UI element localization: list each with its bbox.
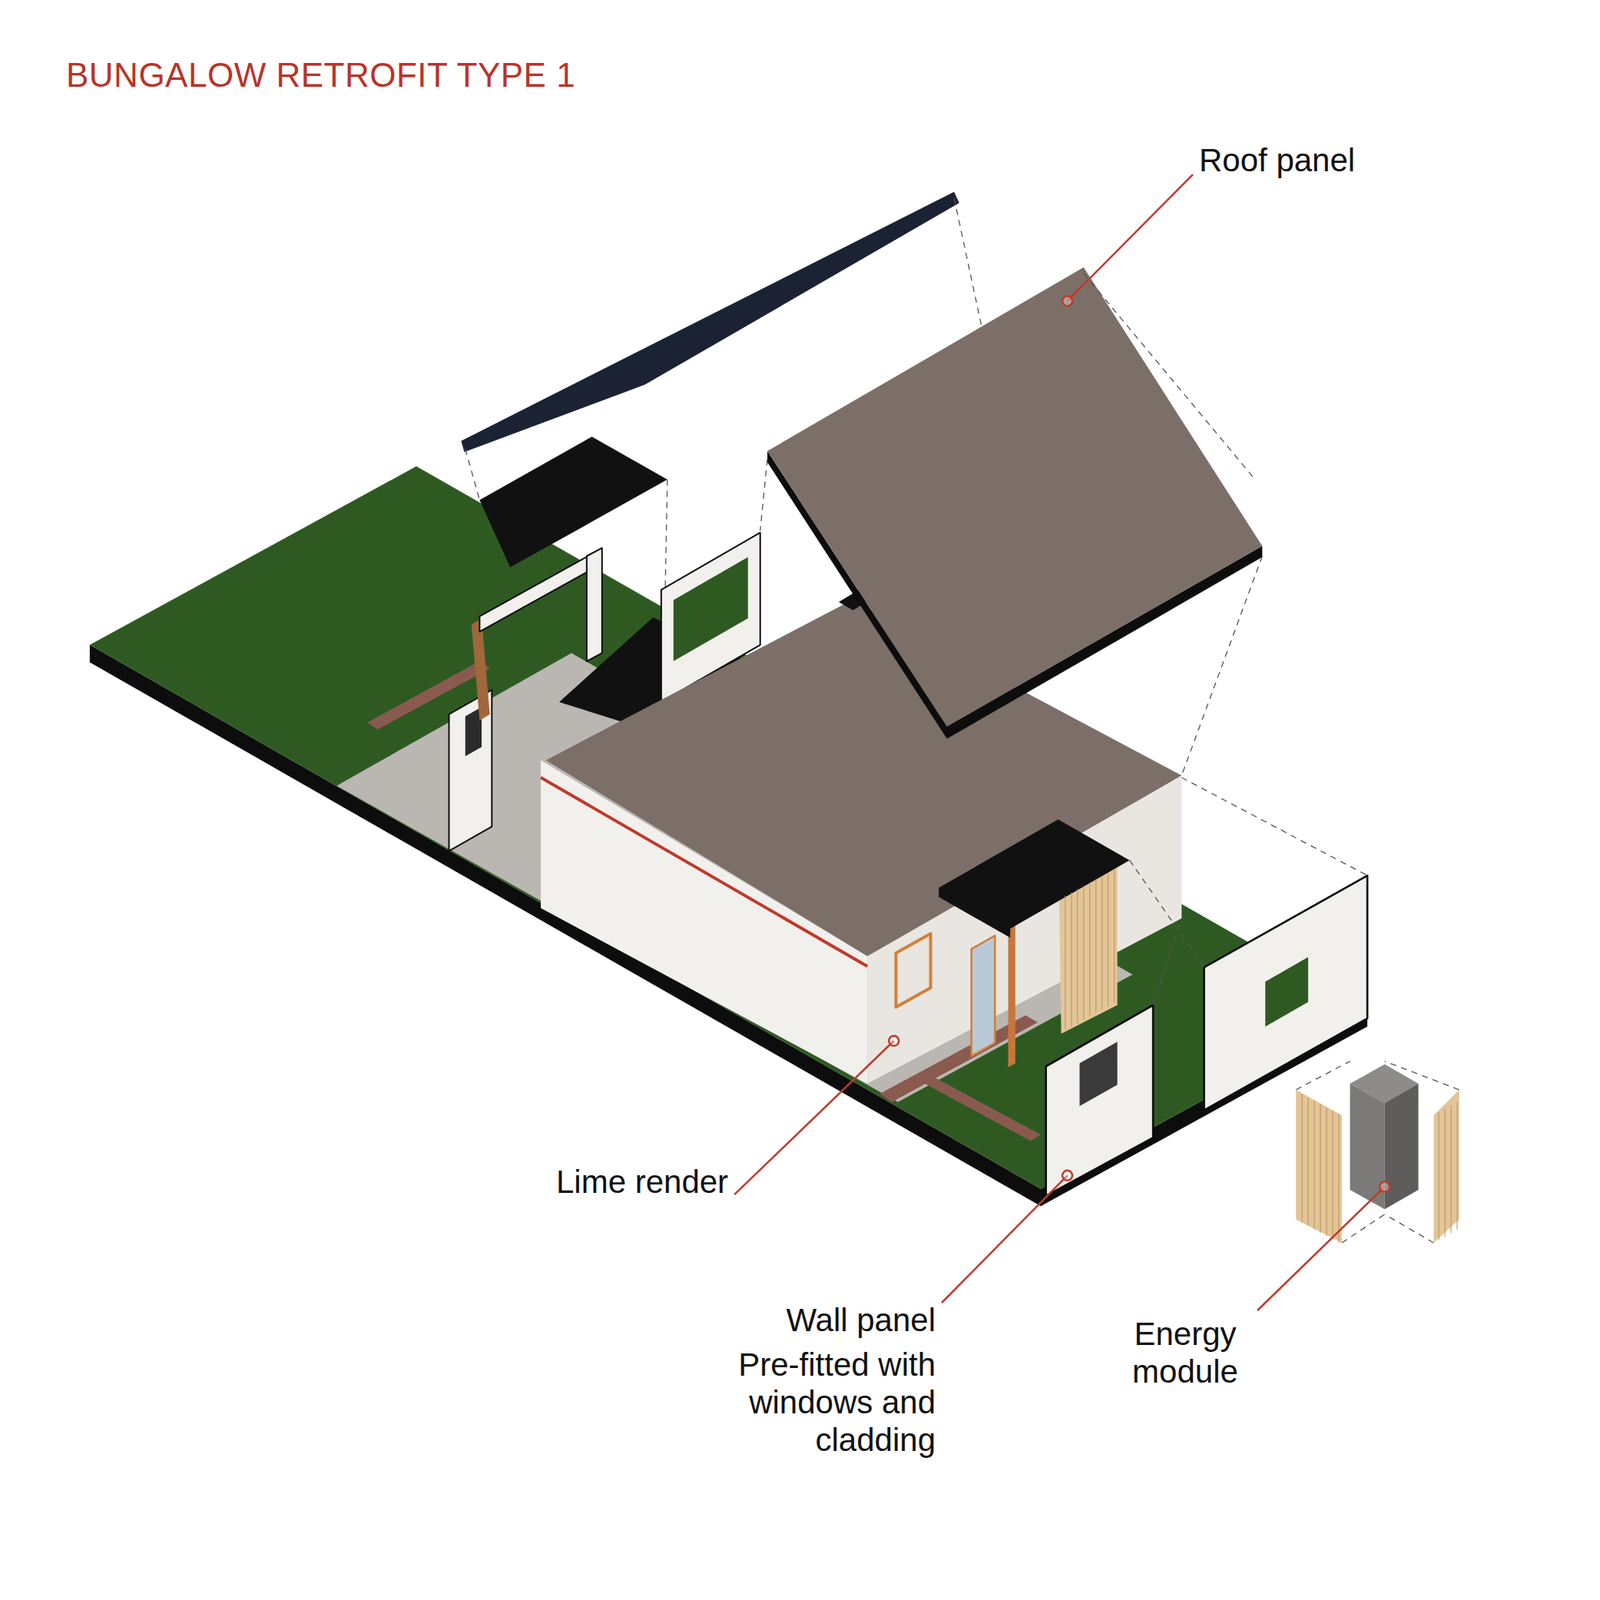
energy-unit-side (1350, 1083, 1385, 1210)
cladding-slat (1070, 892, 1072, 1027)
timber-panel (1433, 1089, 1459, 1243)
assembly-guide (760, 459, 768, 531)
cladding-slat (1076, 889, 1078, 1024)
window-opening (1265, 957, 1309, 1027)
wall-panel (1046, 1005, 1153, 1196)
brick-path (913, 1071, 1041, 1141)
porch-post (1008, 922, 1016, 1068)
cladding-slat (1338, 1113, 1339, 1243)
cladding-slat (1325, 1107, 1327, 1236)
bungalow-illustration (89, 192, 1460, 1243)
cladding-slat (1438, 1112, 1440, 1240)
leader-line (941, 1175, 1068, 1303)
leader-lines (734, 174, 1390, 1311)
leader-dot (888, 1036, 899, 1047)
render-stripe (540, 777, 868, 967)
window-opening (673, 556, 749, 662)
cladding-slat (1301, 1093, 1303, 1223)
cladding-slat (1331, 1110, 1333, 1239)
wall-panel-frame (586, 547, 603, 661)
assembly-guide (1384, 1214, 1435, 1243)
cladding-slat (1064, 895, 1066, 1030)
assembly-guide (1181, 777, 1368, 876)
assembly-guide (1384, 1061, 1460, 1090)
assembly-guide (1181, 556, 1263, 776)
cladding-slat (1319, 1103, 1321, 1233)
porch-canopy (938, 819, 1130, 938)
cladding-slat (1083, 885, 1084, 1020)
cladding-slat (1107, 872, 1109, 1007)
part-label: Pre-fitted with windows and cladding (734, 1345, 936, 1459)
part-label: Wall panel (785, 1301, 936, 1339)
cladding-slat (1095, 878, 1097, 1013)
cladding-slat (1450, 1105, 1452, 1233)
roof-panel (767, 267, 1263, 727)
timber-post (471, 618, 491, 721)
part-label: Energy module (1108, 1315, 1263, 1391)
wall-panel-frame (479, 553, 592, 632)
part-label: Lime render (556, 1162, 729, 1201)
cladding-slat (1444, 1109, 1446, 1237)
cladding-slat (1113, 868, 1115, 1003)
assembly-guide (1083, 273, 1256, 480)
leader-dot (1062, 1170, 1073, 1181)
leader-dot (1379, 1181, 1390, 1192)
cladding-slat (1314, 1100, 1316, 1229)
cladding-slat (1089, 882, 1090, 1017)
front-door (971, 935, 996, 1057)
cladding-slat (1101, 875, 1103, 1010)
assembly-guide (954, 198, 982, 327)
assembly-guide (1152, 918, 1182, 1006)
leader-line (1257, 1186, 1385, 1311)
flat-roof-panel (479, 437, 667, 568)
cladding-slat (1456, 1102, 1458, 1230)
leader-line (1067, 174, 1193, 302)
leader-line (734, 1040, 895, 1195)
assembly-guide (1295, 1061, 1350, 1090)
wall-panel (1204, 875, 1369, 1111)
window-opening (1079, 1041, 1117, 1107)
part-label: Roof panel (1199, 141, 1355, 179)
energy-unit-side (1384, 1083, 1419, 1210)
diagram-title: BUNGALOW RETROFIT TYPE 1 (66, 55, 576, 97)
assembly-guide (465, 449, 481, 501)
solar-panel (460, 192, 959, 453)
assembly-guide (665, 479, 668, 587)
window (895, 934, 931, 1008)
assembly-guide (1341, 1214, 1385, 1243)
timber-panel (1295, 1089, 1342, 1243)
leader-dot (1062, 295, 1073, 306)
cladding-slat (1308, 1096, 1309, 1226)
assembly-guide (1129, 860, 1205, 968)
